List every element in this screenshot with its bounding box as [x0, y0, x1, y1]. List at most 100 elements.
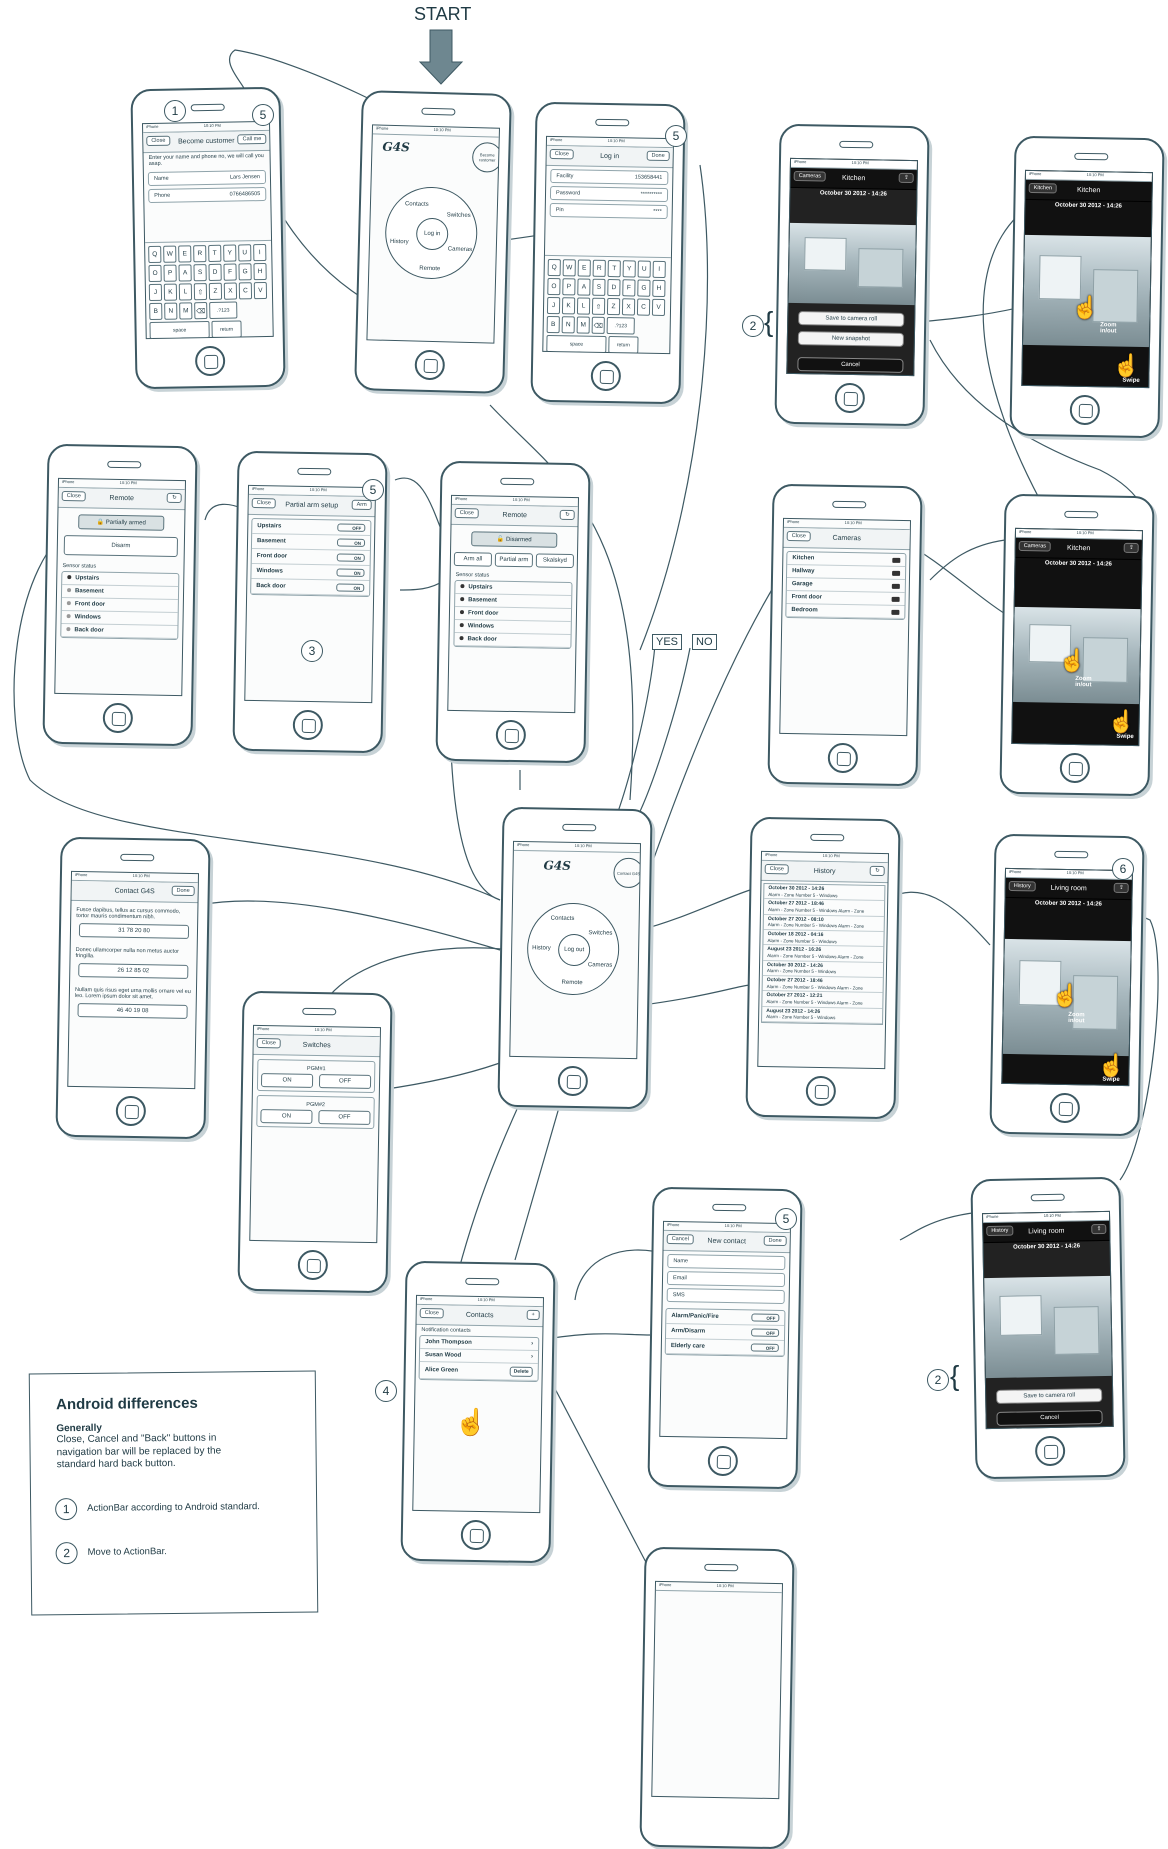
key[interactable]: C — [636, 298, 651, 316]
home-button[interactable] — [1069, 394, 1101, 426]
back-button[interactable]: Cameras — [793, 170, 827, 182]
key[interactable]: K — [163, 283, 178, 301]
share-icon[interactable]: ⇪ — [899, 172, 914, 184]
camera-item[interactable]: Bedroom — [786, 603, 905, 620]
key[interactable]: V — [253, 281, 268, 300]
share-icon[interactable]: ⇪ — [1124, 542, 1139, 554]
key[interactable]: R — [193, 245, 207, 263]
key[interactable]: O — [547, 277, 561, 296]
key[interactable]: B — [546, 315, 560, 334]
call-me-button[interactable]: Call me — [237, 133, 267, 145]
email-field[interactable]: Email — [666, 1270, 786, 1288]
back-button[interactable]: History — [1008, 880, 1036, 892]
name-field[interactable]: Name — [667, 1253, 786, 1271]
login-button[interactable]: Log in — [415, 217, 449, 251]
key[interactable]: O — [148, 264, 162, 283]
toggle-switch[interactable]: OFF — [337, 523, 366, 532]
home-button[interactable] — [557, 1065, 589, 1097]
key[interactable]: F — [622, 279, 636, 297]
key[interactable]: W — [562, 259, 576, 277]
toggle-switch[interactable]: ON — [336, 538, 366, 547]
num-key[interactable]: .?123 — [209, 301, 238, 319]
wheel-remote[interactable]: Remote — [561, 979, 583, 987]
pgm2-off-button[interactable]: OFF — [318, 1110, 371, 1125]
back-button[interactable]: History — [986, 1225, 1014, 1237]
pgm1-off-button[interactable]: OFF — [318, 1074, 372, 1089]
arm-all-button[interactable]: Arm all — [453, 551, 493, 567]
key[interactable]: P — [562, 278, 576, 296]
return-key[interactable]: return — [608, 336, 639, 354]
home-button[interactable] — [1034, 1435, 1066, 1467]
key[interactable]: V — [651, 298, 666, 317]
home-button[interactable] — [297, 1249, 329, 1281]
key[interactable]: Q — [547, 258, 561, 277]
cancel-button[interactable]: Cancel — [666, 1233, 694, 1245]
wheel-history[interactable]: History — [532, 945, 551, 952]
key[interactable]: Y — [223, 244, 237, 262]
home-button[interactable] — [194, 345, 226, 377]
refresh-icon[interactable]: ↻ — [560, 509, 575, 521]
main-wheel[interactable]: Contacts Switches History Cameras Remote… — [384, 185, 479, 281]
key[interactable]: D — [607, 278, 621, 297]
key[interactable]: E — [577, 259, 591, 277]
phone-number-button[interactable]: 31 78 20 80 — [78, 923, 190, 939]
key[interactable]: Z — [208, 282, 223, 300]
key[interactable]: F — [223, 263, 237, 281]
key[interactable]: N — [164, 302, 178, 320]
home-button[interactable] — [1049, 1092, 1081, 1124]
close-button[interactable]: Close — [764, 863, 789, 875]
done-button[interactable]: Done — [763, 1235, 787, 1247]
toggle-switch[interactable]: ON — [336, 583, 365, 592]
key[interactable]: U — [238, 244, 252, 262]
main-wheel[interactable]: Contacts Switches History Cameras Remote… — [526, 902, 620, 996]
home-button[interactable] — [834, 382, 866, 414]
wheel-cameras[interactable]: Cameras — [447, 246, 473, 254]
home-button[interactable] — [292, 709, 324, 741]
key[interactable]: X — [223, 282, 238, 300]
sms-field[interactable]: SMS — [666, 1287, 785, 1305]
back-button[interactable]: Kitchen — [1028, 182, 1058, 194]
backspace-icon[interactable]: ⌫ — [591, 316, 605, 334]
key[interactable]: T — [208, 244, 222, 262]
key[interactable]: T — [607, 259, 621, 278]
key[interactable]: J — [148, 283, 163, 302]
partial-arm-button[interactable]: Partial arm — [494, 552, 534, 568]
key[interactable]: I — [253, 243, 267, 262]
space-key[interactable]: space — [149, 320, 210, 340]
key[interactable]: L — [576, 297, 591, 315]
add-contact-button[interactable]: + — [526, 1309, 540, 1321]
phone-number-button[interactable]: 26 12 85 02 — [78, 963, 189, 979]
key[interactable]: P — [163, 264, 177, 282]
back-button[interactable]: Cameras — [1018, 540, 1052, 552]
home-button[interactable] — [115, 1095, 147, 1127]
done-button[interactable]: Done — [646, 150, 670, 162]
close-button[interactable]: Close — [454, 507, 479, 519]
arm-button[interactable]: Arm — [351, 499, 372, 511]
home-button[interactable] — [590, 360, 622, 392]
close-button[interactable]: Close — [256, 1037, 281, 1049]
toggle-switch[interactable]: ON — [336, 553, 365, 562]
wheel-switches[interactable]: Switches — [446, 212, 471, 219]
key[interactable]: K — [561, 297, 576, 315]
password-field[interactable]: Password********** — [549, 185, 669, 203]
wheel-contacts[interactable]: Contacts — [404, 201, 429, 208]
phone-number-button[interactable]: 46 40 19 08 — [77, 1003, 188, 1019]
home-button[interactable] — [1059, 752, 1091, 784]
close-button[interactable]: Close — [61, 490, 86, 502]
backspace-icon[interactable]: ⌫ — [194, 302, 208, 320]
key[interactable]: Y — [622, 260, 636, 278]
key[interactable]: A — [178, 264, 192, 282]
wheel-remote[interactable]: Remote — [419, 265, 441, 273]
key[interactable]: C — [238, 282, 253, 300]
toggle-switch[interactable]: OFF — [751, 1313, 780, 1322]
key[interactable]: S — [592, 278, 606, 296]
skalskyd-button[interactable]: Skalskyd — [535, 553, 575, 569]
toggle-switch[interactable]: ON — [336, 568, 365, 577]
key[interactable]: M — [576, 316, 590, 334]
home-button[interactable] — [495, 719, 527, 751]
key[interactable]: B — [149, 302, 163, 321]
key[interactable]: S — [193, 264, 207, 282]
